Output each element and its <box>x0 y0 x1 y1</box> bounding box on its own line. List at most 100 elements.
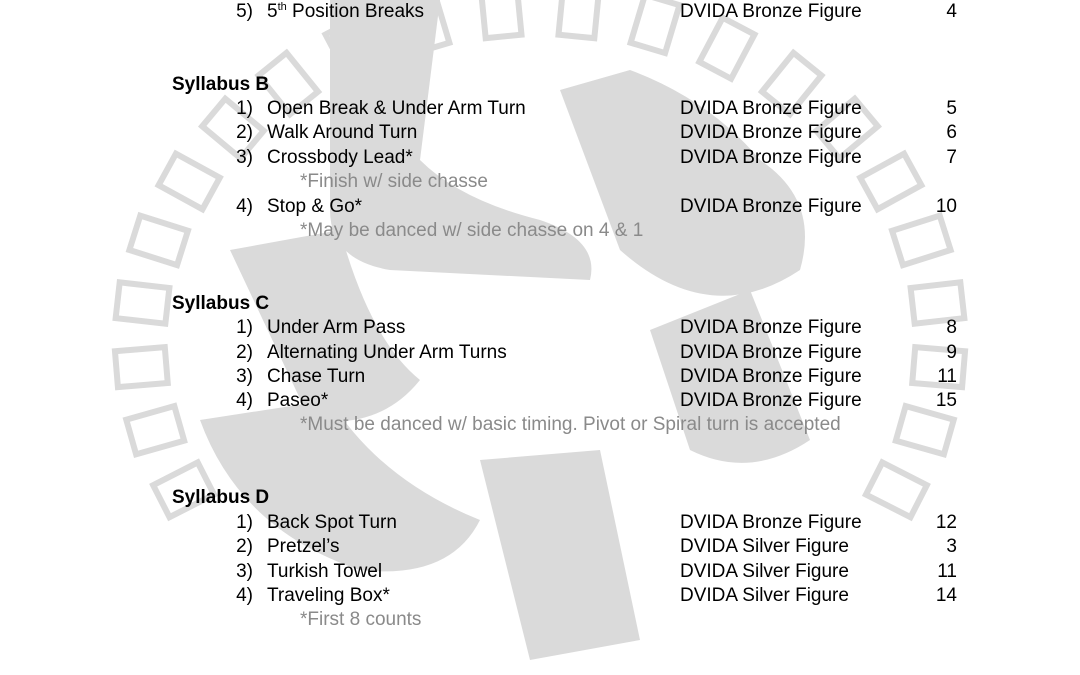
item-name: 5th Position Breaks <box>267 1 424 23</box>
boot-icon <box>200 400 480 572</box>
item-figure: DVIDA Bronze Figure <box>680 317 862 338</box>
seal-letter-mark <box>477 0 525 42</box>
item-page: 5 <box>946 98 957 119</box>
item-figure: DVIDA Silver Figure <box>680 536 849 557</box>
item-note: *Finish w/ side chasse <box>300 171 488 192</box>
item-number: 4) <box>236 585 253 606</box>
item-name-ordinal: 5 <box>267 1 278 22</box>
seal-letter-mark <box>695 13 759 83</box>
seal-letter-mark <box>626 0 684 57</box>
item-figure: DVIDA Bronze Figure <box>680 390 862 411</box>
item-page: 4 <box>946 1 957 22</box>
list-item: 5) 5th Position Breaks DVIDA Bronze Figu… <box>0 1 1080 23</box>
item-number: 1) <box>236 512 253 533</box>
item-number: 4) <box>236 196 253 217</box>
item-note-row: *May be danced w/ side chasse on 4 & 1 <box>0 220 1080 242</box>
seal-letter-mark <box>892 402 958 459</box>
boot-icon <box>650 290 810 463</box>
list-item: 2) Alternating Under Arm Turns DVIDA Bro… <box>0 342 1080 364</box>
item-figure: DVIDA Bronze Figure <box>680 342 862 363</box>
item-name: Back Spot Turn <box>267 512 397 533</box>
item-figure: DVIDA Bronze Figure <box>680 196 862 217</box>
item-figure: DVIDA Bronze Figure <box>680 366 862 387</box>
item-figure: DVIDA Silver Figure <box>680 561 849 582</box>
section-header: Syllabus C <box>0 293 1080 315</box>
section-title: Syllabus C <box>172 293 270 314</box>
section-title: Syllabus D <box>172 487 270 508</box>
seal-letter-mark <box>321 13 385 83</box>
item-page: 6 <box>946 122 957 143</box>
item-figure: DVIDA Bronze Figure <box>680 512 862 533</box>
item-page: 11 <box>937 561 957 582</box>
item-page: 12 <box>935 512 957 533</box>
item-name: Alternating Under Arm Turns <box>267 342 507 363</box>
item-name: Under Arm Pass <box>267 317 406 338</box>
item-figure: DVIDA Bronze Figure <box>680 147 862 168</box>
item-number: 2) <box>236 342 253 363</box>
item-note: *Must be danced w/ basic timing. Pivot o… <box>300 414 841 435</box>
item-figure: DVIDA Bronze Figure <box>680 98 862 119</box>
seal-letter-mark <box>396 0 454 57</box>
list-item: 3) Turkish Towel DVIDA Silver Figure 11 <box>0 561 1080 583</box>
item-note-row: *Must be danced w/ basic timing. Pivot o… <box>0 414 1080 436</box>
seal-letter-mark <box>856 149 926 214</box>
item-number: 3) <box>236 147 253 168</box>
seal-letter-mark <box>154 149 224 214</box>
seal-letter-mark <box>125 211 192 269</box>
item-page: 9 <box>946 342 957 363</box>
seal-letter-mark <box>907 279 968 328</box>
item-name: Walk Around Turn <box>267 122 418 143</box>
item-name: Traveling Box* <box>267 585 390 606</box>
seal-letter-mark <box>861 458 931 522</box>
seal-letter-mark <box>112 279 173 328</box>
item-note: *May be danced w/ side chasse on 4 & 1 <box>300 220 644 241</box>
list-item: 1) Under Arm Pass DVIDA Bronze Figure 8 <box>0 317 1080 339</box>
item-number: 3) <box>236 561 253 582</box>
item-figure: DVIDA Bronze Figure <box>680 1 862 22</box>
item-note: *First 8 counts <box>300 609 422 630</box>
seal-letter-mark <box>757 48 826 119</box>
boot-icon <box>480 450 640 660</box>
item-name: Paseo* <box>267 390 329 411</box>
seal-letter-mark <box>122 402 188 459</box>
item-page: 3 <box>946 536 957 557</box>
item-number: 2) <box>236 122 253 143</box>
seal-letter-mark <box>111 343 171 391</box>
watermark-lettering <box>111 0 969 522</box>
seal-letter-mark <box>888 211 955 269</box>
item-page: 10 <box>935 196 957 217</box>
seal-letter-mark <box>197 94 268 163</box>
item-name: Crossbody Lead* <box>267 147 413 168</box>
item-name: Stop & Go* <box>267 196 363 217</box>
boot-icon <box>560 70 805 296</box>
seal-letter-mark <box>909 343 969 391</box>
item-name: Turkish Towel <box>267 561 383 582</box>
item-page: 11 <box>937 366 957 387</box>
list-item: 2) Walk Around Turn DVIDA Bronze Figure … <box>0 122 1080 144</box>
seal-letter-mark <box>812 94 883 163</box>
list-item: 1) Open Break & Under Arm Turn DVIDA Bro… <box>0 98 1080 120</box>
section-header: Syllabus D <box>0 487 1080 509</box>
item-note-row: *Finish w/ side chasse <box>0 171 1080 193</box>
seal-letter-mark <box>254 48 323 119</box>
section-title: Syllabus B <box>172 74 270 95</box>
list-item: 1) Back Spot Turn DVIDA Bronze Figure 12 <box>0 512 1080 534</box>
item-number: 5) <box>236 1 253 22</box>
item-page: 8 <box>946 317 957 338</box>
list-item: 3) Chase Turn DVIDA Bronze Figure 11 <box>0 366 1080 388</box>
item-page: 14 <box>935 585 957 606</box>
list-item: 3) Crossbody Lead* DVIDA Bronze Figure 7 <box>0 147 1080 169</box>
item-figure: DVIDA Bronze Figure <box>680 122 862 143</box>
item-number: 2) <box>236 536 253 557</box>
item-name: Open Break & Under Arm Turn <box>267 98 526 119</box>
item-figure: DVIDA Silver Figure <box>680 585 849 606</box>
seal-letter-mark <box>555 0 603 42</box>
item-number: 1) <box>236 317 253 338</box>
list-item: 4) Traveling Box* DVIDA Silver Figure 14 <box>0 585 1080 607</box>
section-header: Syllabus B <box>0 74 1080 96</box>
seal-letter-mark <box>149 458 219 522</box>
item-number: 3) <box>236 366 253 387</box>
item-page: 15 <box>935 390 957 411</box>
item-name: Pretzel’s <box>267 536 340 557</box>
